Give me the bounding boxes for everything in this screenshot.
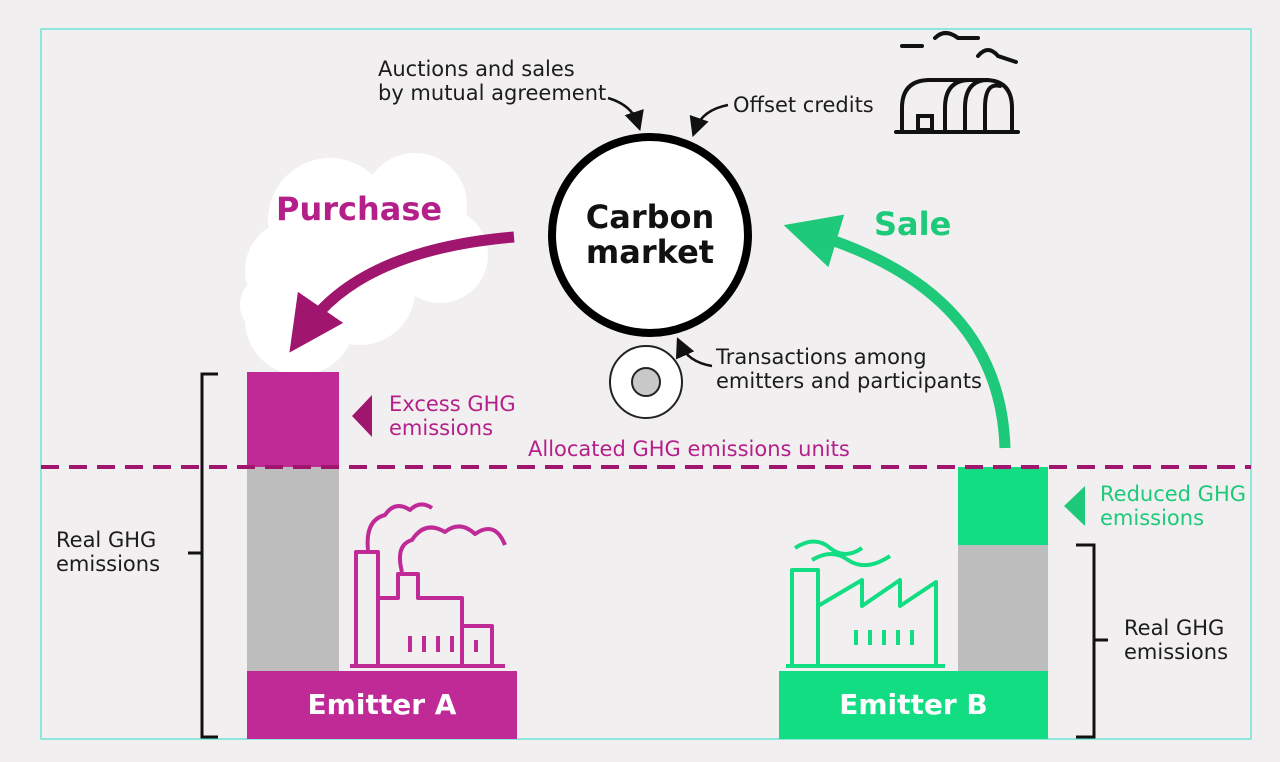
emitter-b-bracket [1076,543,1108,739]
carbon-market-circle [548,133,752,337]
excess-ghg-label: Excess GHG emissions [389,392,516,440]
emitter-b-reduced-bar [958,467,1048,545]
offset-arrow [689,103,729,138]
sale-arrow [783,214,1011,449]
offset-credits-label: Offset credits [733,93,874,117]
smoke-cloud [240,153,488,375]
emitter-b-base [779,671,1048,739]
emitter-a-excess-bar [247,372,339,467]
factory-b-icon [786,539,945,668]
emitter-b-real-bar [958,545,1048,671]
transactions-label: Transactions among emitters and particip… [716,345,982,393]
carbon-market-title: Carbon market [585,198,715,271]
emitter-a-label: Emitter A [307,688,457,721]
sale-label: Sale [874,205,952,243]
greenhouse-icon [894,31,1020,134]
emitter-b-label: Emitter B [839,688,988,721]
reduced-pointer-icon [1064,486,1085,526]
allocated-units-label: Allocated GHG emissions units [528,437,850,461]
factory-a-icon [350,502,507,668]
purchase-arrow [289,231,515,353]
emitter-a-base [247,671,517,739]
transactions-arrow [675,337,713,368]
emitter-a-bracket [188,372,218,739]
emitter-a-real-bar [247,467,339,671]
reduced-ghg-label: Reduced GHG emissions [1100,482,1247,530]
emitter-a-real-label: Real GHG emissions [56,528,161,576]
diagram-frame [40,28,1252,740]
coin-icon [609,345,683,419]
excess-pointer-icon [352,395,372,437]
auctions-arrow [607,96,644,132]
auctions-label: Auctions and sales by mutual agreement [378,57,607,105]
emitter-b-real-label: Real GHG emissions [1124,616,1229,664]
purchase-label: Purchase [276,190,443,228]
